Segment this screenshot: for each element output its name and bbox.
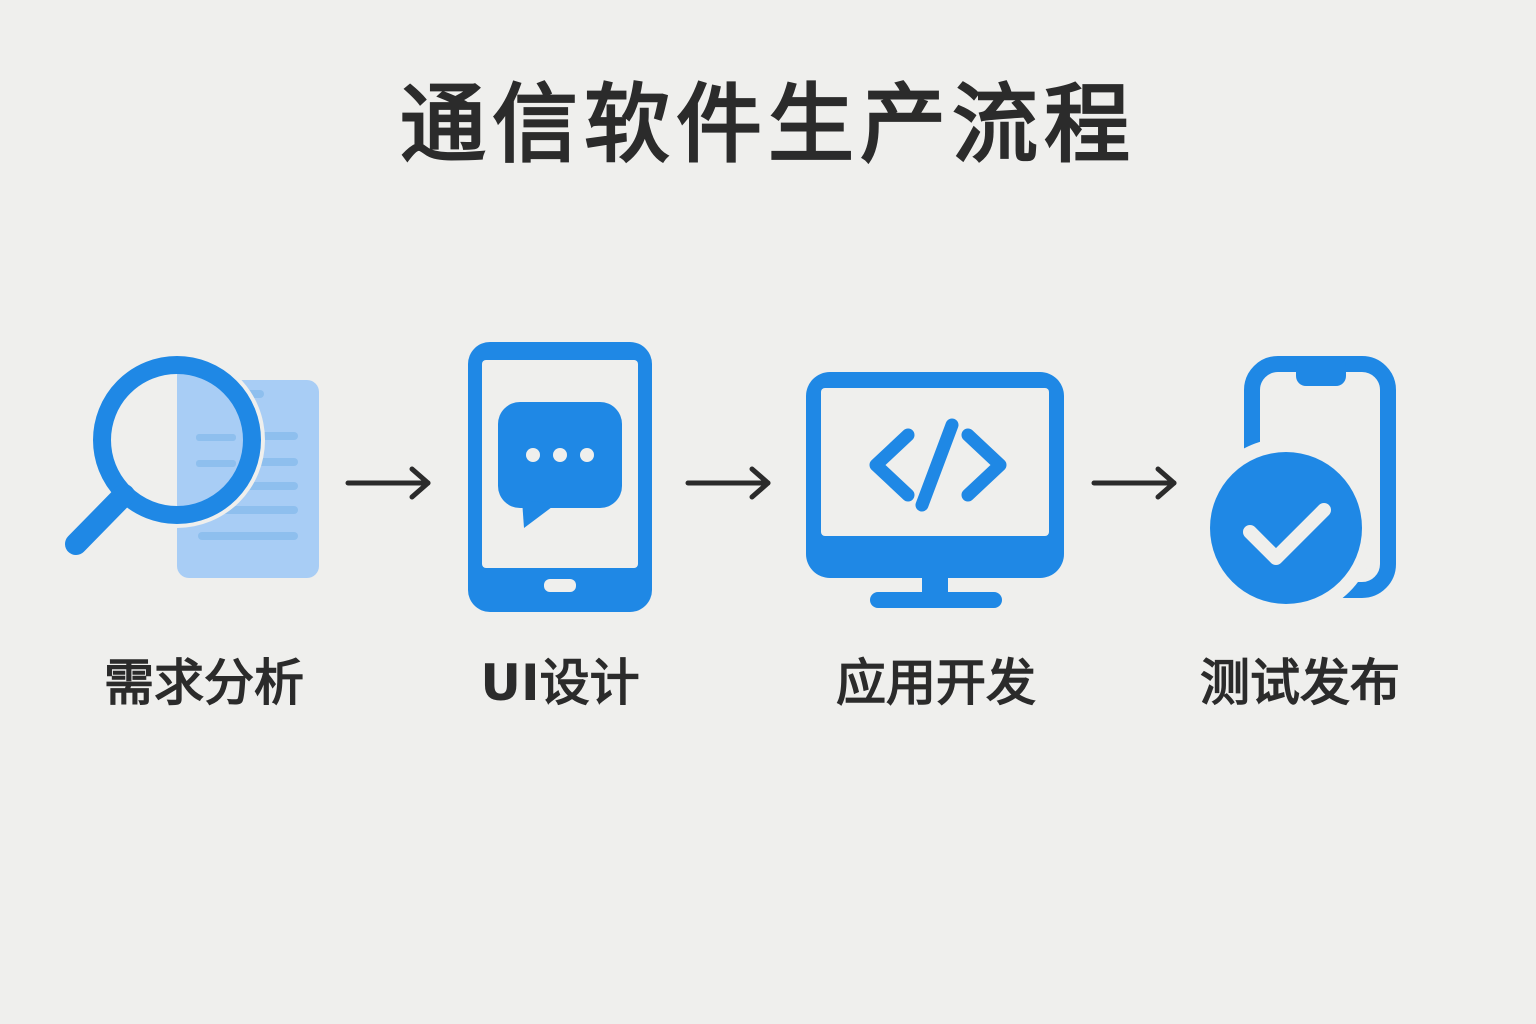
magnifier-document-icon	[65, 352, 319, 578]
step-label-test-release: 测试发布	[1200, 654, 1400, 712]
monitor-code-icon	[806, 372, 1064, 608]
diagram-title: 通信软件生产流程	[400, 75, 1136, 175]
step-label-requirements: 需求分析	[104, 654, 304, 712]
step-label-ui-design: UI设计	[480, 654, 640, 712]
tablet-chat-icon	[468, 342, 652, 612]
phone-check-icon	[1206, 356, 1396, 608]
arrow-right-icon	[345, 466, 431, 500]
arrow-right-icon	[1091, 466, 1177, 500]
arrow-right-icon	[685, 466, 771, 500]
step-label-development: 应用开发	[836, 654, 1036, 712]
